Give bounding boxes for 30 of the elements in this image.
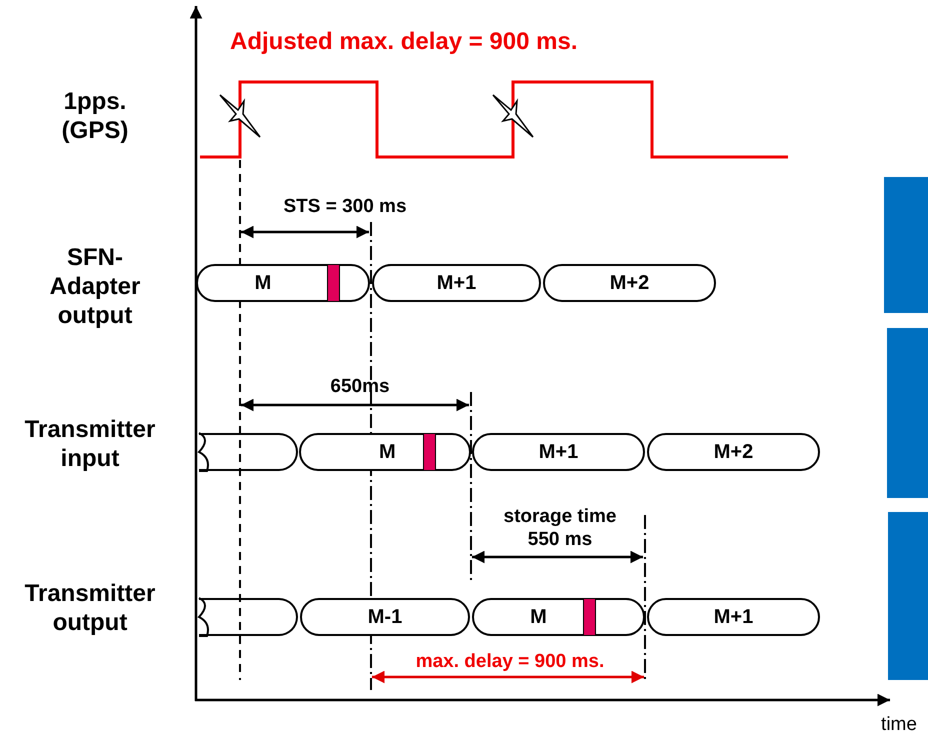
row-label: SFN- Adapter output bbox=[48, 244, 142, 330]
frame-capsule bbox=[543, 264, 716, 302]
frame-label: M bbox=[254, 272, 272, 294]
frame-capsule bbox=[300, 598, 470, 636]
partial-frame-capsule bbox=[199, 598, 298, 636]
frame-label: M+1 bbox=[538, 440, 578, 464]
frame-label: M+1 bbox=[436, 272, 476, 294]
frame-label: M+2 bbox=[610, 272, 650, 294]
frame-capsule bbox=[647, 598, 820, 636]
frame-label: M+1 bbox=[714, 606, 754, 628]
title: Adjusted max. delay = 900 ms. bbox=[230, 28, 578, 57]
frame-label: M-1 bbox=[368, 606, 402, 628]
dimension-label: 650ms bbox=[329, 376, 391, 399]
frame-label: M+2 bbox=[714, 440, 754, 464]
row-label: Transmitter output bbox=[24, 580, 156, 638]
frame-label: M bbox=[530, 606, 547, 628]
partial-frame-capsule bbox=[199, 433, 298, 471]
dimension-label: max. delay = 900 ms. bbox=[414, 651, 606, 674]
dimension-label: storage time 550 ms bbox=[502, 506, 618, 552]
axis-label: time bbox=[880, 714, 918, 737]
frame-capsule bbox=[372, 264, 541, 302]
frame-capsule bbox=[647, 433, 820, 471]
dimension-label: STS = 300 ms bbox=[282, 196, 408, 219]
frame-capsule bbox=[472, 598, 645, 636]
frame-capsule bbox=[299, 433, 471, 471]
frame-capsule bbox=[472, 433, 645, 471]
row-label: 1pps. (GPS) bbox=[60, 88, 130, 146]
frame-label: M bbox=[379, 440, 396, 464]
row-label: Transmitter input bbox=[24, 416, 156, 474]
frame-capsule bbox=[196, 264, 370, 302]
